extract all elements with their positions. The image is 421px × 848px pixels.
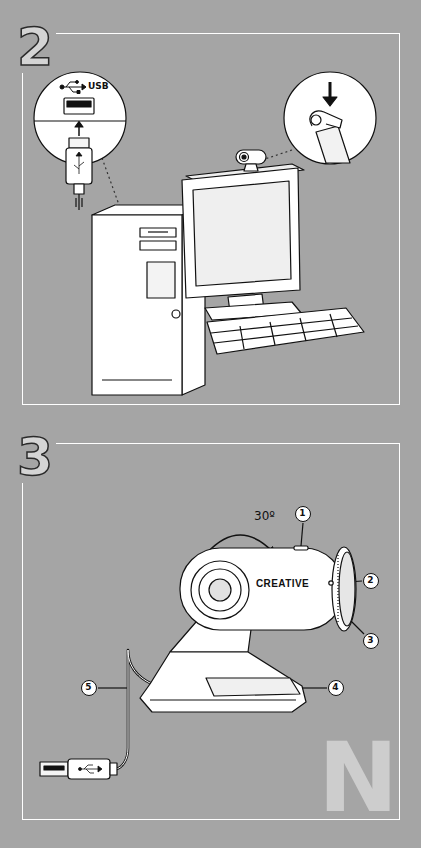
brand-label: CREATIVE <box>256 579 309 589</box>
port-label: USB <box>88 82 109 91</box>
callout-number: 5 <box>81 680 97 696</box>
watermark: N <box>318 740 398 817</box>
step-panel: 2 <box>22 33 400 405</box>
step-number: 2 <box>14 21 56 73</box>
angle-label: 30º <box>254 510 275 522</box>
callout-number: 2 <box>363 573 379 589</box>
step-number: 3 <box>14 431 56 483</box>
callout-number: 4 <box>328 680 344 696</box>
callout-text: 5 <box>85 683 91 692</box>
callout-text: 4 <box>332 683 338 692</box>
callout-number: 3 <box>363 633 379 649</box>
callout-text: 1 <box>299 509 305 518</box>
callout-text: 3 <box>367 636 373 645</box>
callout-text: 2 <box>367 576 373 585</box>
callout-number: 1 <box>295 506 311 522</box>
